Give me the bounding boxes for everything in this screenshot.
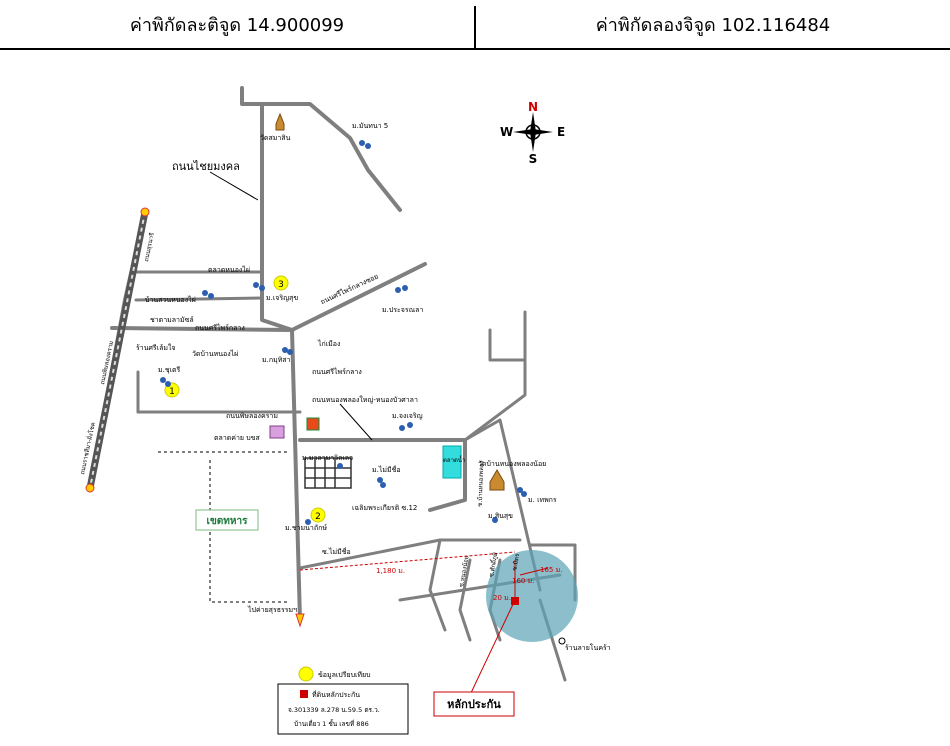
- label-moo-mantana5: ม.มันทนา 5: [352, 122, 388, 130]
- label-soi-maimeesue: ซ.ไม่มีชื่อ: [322, 547, 351, 556]
- road-right-stub: [488, 328, 527, 362]
- label-moo-chalerm: เฉลิมพระเกียรติ ซ.12: [352, 504, 417, 512]
- label-moo-charoen: ม.เจริญสุข: [266, 294, 298, 302]
- road-network: [88, 86, 577, 682]
- road-nongpai-yai: [298, 438, 467, 512]
- collateral-callout-box: [433, 691, 515, 717]
- temple-icon: [489, 469, 505, 491]
- label-road-nongpai-yai: ถนนหนองพลองใหญ่-หนองบัวศาลา: [312, 395, 418, 404]
- compass-s: S: [529, 152, 538, 166]
- location-map: 1 2 3 N S E W: [78, 86, 611, 735]
- legend-deed-line: จ.301339 ล.278 น.59.5 ตร.ว.: [288, 706, 380, 714]
- label-wat-samrong: วัดสมาสิน: [260, 134, 291, 142]
- temple-icon: [275, 112, 285, 131]
- label-market-nongpai: ตลาดหนองไผ่: [208, 265, 250, 274]
- house-icon: [160, 140, 527, 525]
- label-military-zone: เขตทหาร: [207, 516, 249, 527]
- compass-w: W: [500, 125, 513, 139]
- label-moo-sinsuk: ม.สินสุข: [488, 512, 513, 520]
- label-collateral-callout: หลักประกัน: [447, 698, 501, 711]
- legend-circle-icon: [298, 666, 314, 682]
- label-moo-chukri: ม.ชุเตรี: [158, 366, 181, 374]
- highway-end-top: [140, 207, 150, 217]
- collateral-radius: [486, 550, 578, 642]
- label-soi-mitr: ซ.มิตร: [511, 552, 521, 571]
- military-boundary: [158, 451, 290, 603]
- market-icon: [269, 425, 285, 439]
- label-market-bor: ตลาดค่าย บขส: [214, 434, 260, 442]
- label-road-srisawat: ถนนศรีไพร์กลาง: [195, 323, 245, 332]
- label-moo-jongcharoen: ม.จงเจริญ: [392, 412, 423, 420]
- label-shop2: ร้านศรีเล้มใจ: [136, 343, 176, 352]
- label-dist-160: 160 ม.: [512, 577, 534, 585]
- road-upper-left2: [134, 296, 264, 302]
- legend-circle-label: ข้อมูลเปรียบเทียบ: [318, 671, 371, 679]
- label-camp-path: ไปค่ายสุรธรรมฯ: [247, 605, 297, 614]
- label-moo-prachan: ม.ประจรณลา: [382, 306, 423, 314]
- housing-grid: [304, 457, 352, 489]
- military-zone-box: [195, 509, 259, 531]
- label-moo-malamai: ม.มาลามาวิลเลจ: [302, 454, 353, 462]
- label-road-phitsalong: ถนนพิษลองคราม: [226, 412, 278, 420]
- label-road-chaiyamongkol: ถนนไชยมงคล: [172, 160, 240, 173]
- arrow-down-icon: [295, 613, 305, 628]
- collateral-marker: [511, 597, 519, 605]
- road-chaiyamongkol: [260, 102, 302, 622]
- highway-end-bottom: [85, 483, 95, 493]
- road-north: [240, 86, 402, 212]
- legend-square-label: ที่ดินหลักประกัน: [312, 690, 360, 699]
- label-wat-bannongpai: วัดบ้านหนองไผ่: [192, 349, 238, 358]
- comparable-3: 3: [273, 275, 289, 291]
- svg-text:1: 1: [169, 387, 175, 397]
- label-road-sripai-klang: ถนนศรีไพร์กลาง: [312, 367, 362, 376]
- label-moo-thepkarn: ม. เทพกร: [528, 496, 557, 504]
- road-to-wat: [463, 418, 542, 592]
- road-south-grid2: [458, 558, 472, 642]
- label-distance-main: 1,180 ม.: [376, 567, 405, 575]
- label-moo-kamsit: ม.กมุทิสา: [262, 356, 291, 364]
- label-store-blue: ตลาดน้ำ: [443, 454, 465, 464]
- road-right-north: [463, 310, 527, 442]
- compass-rose: N S E W: [500, 100, 565, 166]
- label-shop3: ไก่เมือง: [317, 339, 340, 348]
- header-divider: [474, 6, 476, 48]
- label-road-suranari: ถนนสุรนารี: [142, 231, 156, 262]
- map-legend: ข้อมูลเปรียบเทียบ ที่ดินหลักประกัน จ.301…: [277, 666, 409, 735]
- svg-text:2: 2: [315, 512, 321, 522]
- label-moo-chamnat: ม.ชามนาถักษ์: [285, 524, 327, 532]
- label-bansuan-nongpai: บ้านสวนหนองไผ่: [145, 295, 196, 304]
- compass-n: N: [528, 100, 538, 114]
- longitude-label: ค่าพิกัดลองจิจูด 102.116484: [595, 14, 831, 36]
- label-shop1: ชาตามลามัซล์: [150, 316, 194, 324]
- label-dist-165: 165 ม.: [540, 566, 562, 574]
- label-moo-maimeesue: ม.ไม่มีชื่อ: [372, 465, 401, 474]
- label-soi-nongpai: ซ.บ้านหนองพลอง: [477, 460, 486, 506]
- label-shop-right: ร้านลายโนคร้า: [565, 643, 611, 652]
- svg-text:3: 3: [278, 280, 284, 290]
- distance-lines: [299, 551, 549, 696]
- coordinate-header: ค่าพิกัดละติจูด 14.900099 ค่าพิกัดลองจิจ…: [0, 0, 950, 50]
- legend-square-icon: [300, 690, 308, 698]
- latitude-label: ค่าพิกัดละติจูด 14.900099: [129, 14, 345, 36]
- road-srisawat: [110, 262, 427, 332]
- compass-e: E: [557, 125, 565, 139]
- label-wat-bannongphlong: วัดบ้านหนองพลองน้อย: [478, 460, 546, 468]
- road-south-grid1: [428, 538, 447, 632]
- shop-icon: [558, 637, 566, 645]
- comparable-2: 2: [310, 507, 326, 523]
- store-7eleven-icon: [306, 417, 320, 431]
- label-dist-20: 20 ม.: [493, 594, 511, 602]
- store-cyan-block: [442, 445, 462, 479]
- legend-house-line: บ้านเดี่ยว 1 ชั้น เลขที่ 886: [294, 719, 369, 728]
